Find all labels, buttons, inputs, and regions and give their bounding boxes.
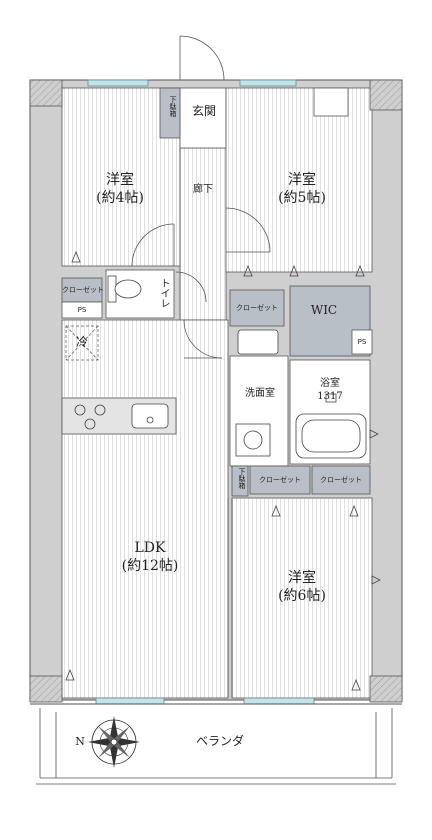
closet-left-box bbox=[61, 277, 103, 303]
refrigerator-label: 冷 bbox=[75, 335, 88, 349]
bathroom-label: 浴室 1317 bbox=[302, 378, 358, 403]
entrance-door bbox=[179, 35, 225, 81]
toilet-label: トイレ bbox=[158, 278, 169, 308]
closets bbox=[61, 277, 371, 497]
entrance-label: 玄関 bbox=[191, 104, 216, 118]
ldk-size: (約12帖) bbox=[121, 557, 179, 574]
western-room-a-size: (約4帖) bbox=[96, 189, 144, 206]
ps-right-label: PS bbox=[357, 338, 367, 346]
closet-bottom-2-box bbox=[311, 465, 371, 495]
partition-lines bbox=[227, 498, 233, 698]
western-room-c-label: 洋室 (約6帖) bbox=[262, 570, 342, 605]
ldk-label: LDK (約12帖) bbox=[100, 540, 200, 575]
washroom-label: 洗面室 bbox=[245, 388, 275, 399]
washroom-fixtures bbox=[235, 329, 279, 457]
balcony-area bbox=[30, 703, 402, 785]
floor-ldk bbox=[61, 319, 229, 699]
ldk-name: LDK bbox=[134, 540, 166, 556]
windows bbox=[87, 79, 315, 705]
kitchen-counter bbox=[61, 397, 177, 435]
closet-bottom-1-label: クローゼット bbox=[259, 476, 301, 484]
toilet-fixture bbox=[107, 275, 142, 303]
outlet-markers bbox=[65, 250, 381, 691]
floor-entrance bbox=[179, 87, 227, 149]
balcony-label: ベランダ bbox=[195, 734, 244, 748]
shoe-cabinet-2-box bbox=[231, 465, 249, 497]
wall-corners bbox=[29, 79, 403, 703]
closet-mid-label: クローゼット bbox=[236, 304, 278, 312]
refrigerator-spot bbox=[65, 325, 99, 361]
bathtub bbox=[295, 393, 367, 459]
shoe-cabinet-label: 下駄箱 bbox=[169, 96, 177, 117]
western-room-a-label: 洋室 (約4帖) bbox=[80, 172, 160, 207]
floor-western-room-b bbox=[225, 87, 373, 273]
western-room-b-size: (約5帖) bbox=[278, 189, 326, 206]
closet-bottom-1-box bbox=[249, 465, 311, 495]
floor-western-room-c bbox=[231, 497, 373, 699]
western-room-b-name: 洋室 bbox=[288, 172, 316, 188]
floors bbox=[61, 87, 373, 699]
western-room-c-name: 洋室 bbox=[288, 570, 316, 586]
door-swings bbox=[131, 207, 271, 359]
compass-north-label: N bbox=[75, 735, 85, 748]
hallway-label: 廊下 bbox=[193, 184, 213, 195]
shoe-cabinet-2-label: 下駄箱 bbox=[238, 468, 246, 489]
western-room-a-name: 洋室 bbox=[106, 172, 134, 188]
closet-left-label: クローゼット bbox=[62, 286, 104, 294]
western-room-c-size: (約6帖) bbox=[278, 587, 326, 604]
shoe-cabinet-box bbox=[159, 87, 181, 139]
closet-bottom-2-label: クローゼット bbox=[320, 476, 362, 484]
closet-mid-box bbox=[229, 289, 285, 327]
western-room-b-label: 洋室 (約5帖) bbox=[262, 172, 342, 207]
compass-rose bbox=[88, 716, 140, 768]
ps-left-label: PS bbox=[77, 306, 87, 314]
bathroom-name: 浴室 bbox=[320, 378, 340, 389]
wic-label: WIC bbox=[310, 303, 338, 317]
bathroom-size: 1317 bbox=[317, 390, 343, 402]
floor-hallway bbox=[179, 147, 227, 321]
ps-boxes bbox=[61, 301, 373, 355]
